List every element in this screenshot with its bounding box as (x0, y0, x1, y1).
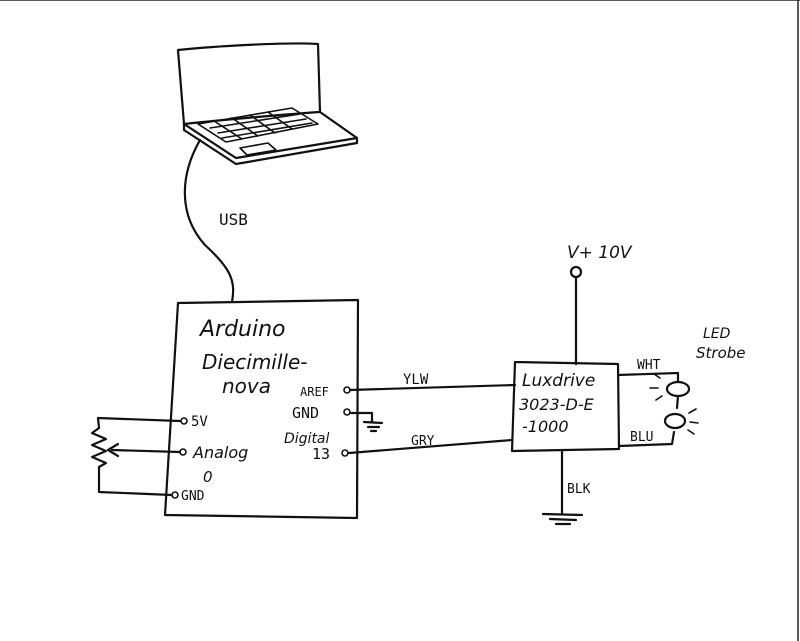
laptop-icon (176, 42, 359, 166)
pin-5v-dot (180, 417, 188, 425)
luxdrive-label-line1: Luxdrive (522, 371, 595, 391)
pin-analog-label-line2: 0 (203, 468, 213, 486)
gry-wire-label: GRY (411, 434, 435, 449)
pin-digital-label-line2: 13 (312, 445, 330, 463)
usb-label: USB (219, 210, 248, 229)
gry-wire (347, 438, 514, 455)
led-icon-upper (649, 373, 691, 401)
ground-symbol-arduino (348, 411, 384, 433)
blu-wire-label: BLU (630, 430, 653, 445)
luxdrive-label-line3: -1000 (522, 417, 569, 436)
supply-terminal (569, 265, 583, 279)
arduino-title-line3: nova (222, 374, 271, 398)
wht-wire (616, 371, 680, 384)
pin-gnd-left-label: GND (181, 489, 205, 504)
arduino-board (163, 298, 360, 520)
pin-analog-label-line1: Analog (192, 443, 248, 462)
blk-wire-label: BLK (567, 482, 591, 497)
led-strobe-label-line2: Strobe (696, 344, 746, 362)
pin-gnd-right-dot (343, 408, 351, 416)
ylw-wire (348, 383, 517, 392)
pin-gnd-right-label: GND (292, 404, 319, 422)
pin-aref-label: AREF (300, 385, 329, 399)
pin-5v-label: 5V (191, 414, 208, 430)
pin-digital13-dot (341, 449, 349, 457)
luxdrive-label-line2: 3023-D-E (519, 395, 595, 414)
potentiometer-icon (90, 416, 182, 497)
ylw-wire-label: YLW (403, 372, 429, 388)
led-link-wire (675, 394, 680, 410)
luxdrive-driver (510, 360, 621, 453)
ground-symbol-driver (541, 512, 584, 526)
wht-wire-label: WHT (637, 358, 661, 373)
supply-label: V+ 10V (567, 243, 633, 263)
led-icon-lower (663, 408, 699, 435)
arduino-title-line2: Diecimille- (202, 350, 308, 374)
led-strobe-label-line1: LED (703, 326, 731, 342)
blu-wire (617, 430, 676, 448)
usb-cable (183, 138, 235, 304)
pin-digital-label-line1: Digital (284, 431, 330, 447)
arduino-title-line1: Arduino (198, 317, 286, 342)
